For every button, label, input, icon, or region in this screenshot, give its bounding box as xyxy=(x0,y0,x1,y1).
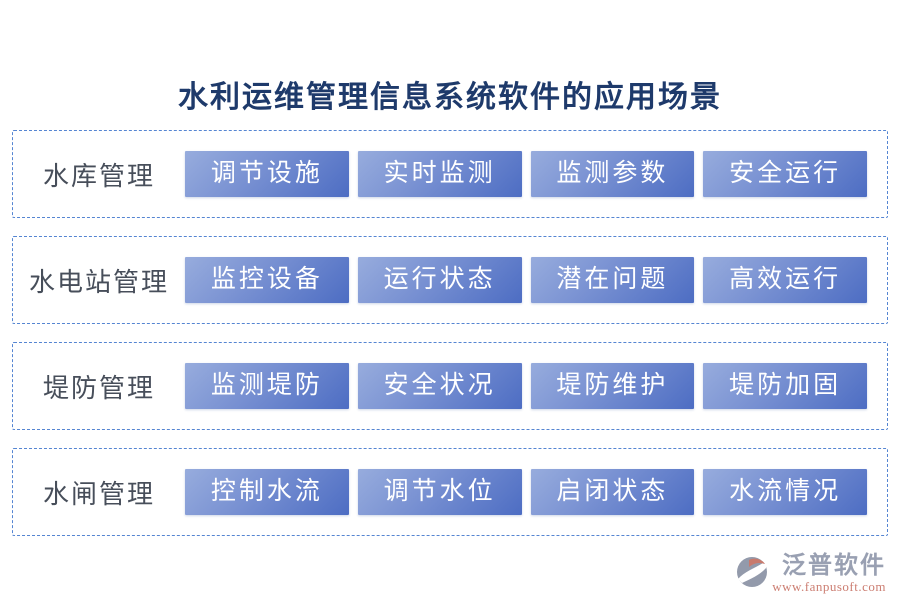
tag-button[interactable]: 潜在问题 xyxy=(530,257,695,303)
tag-button[interactable]: 安全运行 xyxy=(703,151,867,197)
brand-name: 泛普软件 xyxy=(782,553,886,579)
row-embankment-management: 堤防管理 监测堤防 安全状况 堤防维护 堤防加固 xyxy=(12,342,888,430)
tag-button[interactable]: 高效运行 xyxy=(703,257,867,303)
brand-url[interactable]: www.fanpusoft.com xyxy=(772,579,886,594)
page-title: 水利运维管理信息系统软件的应用场景 xyxy=(178,81,722,114)
brand-footer[interactable]: 泛普软件 www.fanpusoft.com xyxy=(736,553,886,594)
row-reservoir-management: 水库管理 调节设施 实时监测 监测参数 安全运行 xyxy=(12,130,888,218)
row-hydropower-management: 水电站管理 监控设备 运行状态 潜在问题 高效运行 xyxy=(12,236,888,324)
row-label: 水库管理 xyxy=(42,161,155,191)
tag-button[interactable]: 启闭状态 xyxy=(530,469,695,515)
fanpu-logo-icon xyxy=(737,557,768,587)
scenario-rows: 水库管理 调节设施 实时监测 监测参数 安全运行 水电站管理 监控设备 运行状态… xyxy=(12,130,888,554)
brand-text-box: 泛普软件 www.fanpusoft.com xyxy=(772,553,886,594)
tag-button[interactable]: 运行状态 xyxy=(357,257,522,303)
tag-button[interactable]: 控制水流 xyxy=(185,469,349,515)
tag-button[interactable]: 监测堤防 xyxy=(185,363,349,409)
tag-button[interactable]: 调节设施 xyxy=(185,151,349,197)
row-label: 水电站管理 xyxy=(28,267,169,297)
tag-button[interactable]: 水流情况 xyxy=(703,469,867,515)
row-sluice-management: 水闸管理 控制水流 调节水位 启闭状态 水流情况 xyxy=(12,448,888,536)
row-label: 堤防管理 xyxy=(42,373,155,403)
tag-button[interactable]: 监控设备 xyxy=(185,257,349,303)
tag-button[interactable]: 调节水位 xyxy=(357,469,522,515)
row-button-group: 监控设备 运行状态 潜在问题 高效运行 xyxy=(185,257,887,303)
row-button-group: 监测堤防 安全状况 堤防维护 堤防加固 xyxy=(185,363,887,409)
tag-button[interactable]: 实时监测 xyxy=(357,151,522,197)
tag-button[interactable]: 安全状况 xyxy=(357,363,522,409)
tag-button[interactable]: 监测参数 xyxy=(530,151,695,197)
row-button-group: 调节设施 实时监测 监测参数 安全运行 xyxy=(185,151,887,197)
tag-button[interactable]: 堤防加固 xyxy=(703,363,867,409)
row-button-group: 控制水流 调节水位 启闭状态 水流情况 xyxy=(185,469,887,515)
tag-button[interactable]: 堤防维护 xyxy=(530,363,695,409)
row-label: 水闸管理 xyxy=(42,479,155,509)
